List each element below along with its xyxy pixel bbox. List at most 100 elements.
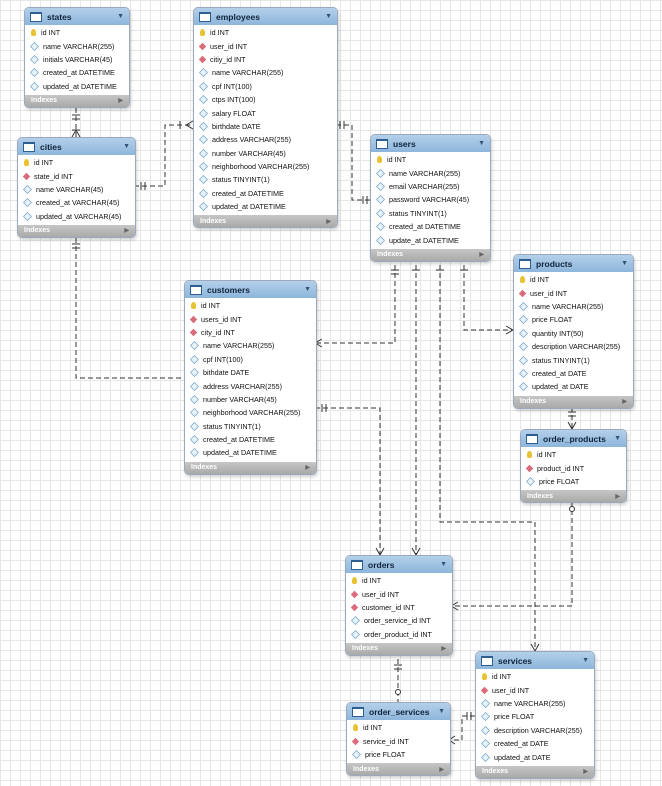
column-row[interactable]: updated_at DATE [476,750,594,763]
column-row[interactable]: id INT [514,273,633,286]
chevron-right-icon[interactable]: ▶ [479,252,484,259]
column-row[interactable]: email VARCHAR(255) [371,180,490,193]
column-row[interactable]: name VARCHAR(255) [371,166,490,179]
column-row[interactable]: created_at DATETIME [371,220,490,233]
column-row[interactable]: bithdate DATE [185,366,316,379]
table-header[interactable]: orders▼ [346,556,452,573]
column-row[interactable]: id INT [346,574,452,587]
chevron-down-icon[interactable]: ▼ [614,435,621,442]
column-row[interactable]: address VARCHAR(255) [194,133,337,146]
column-row[interactable]: state_id INT [18,169,135,182]
column-row[interactable]: id INT [371,153,490,166]
column-row[interactable]: id INT [194,26,337,39]
column-row[interactable]: user_id INT [514,286,633,299]
column-row[interactable]: salary FLOAT [194,106,337,119]
column-row[interactable]: neighborhood VARCHAR(255) [185,406,316,419]
table-header[interactable]: employees▼ [194,8,337,25]
column-row[interactable]: created_at DATETIME [194,187,337,200]
column-row[interactable]: address VARCHAR(255) [185,379,316,392]
column-row[interactable]: price FLOAT [514,313,633,326]
chevron-down-icon[interactable]: ▼ [440,561,447,568]
column-row[interactable]: product_id INT [521,461,626,474]
column-row[interactable]: description VARCHAR(255) [514,340,633,353]
table-header[interactable]: order_products▼ [521,430,626,447]
table-header[interactable]: customers▼ [185,281,316,298]
column-row[interactable]: number VARCHAR(45) [185,393,316,406]
column-row[interactable]: created_at DATETIME [185,433,316,446]
table-header[interactable]: states▼ [25,8,129,25]
column-row[interactable]: description VARCHAR(255) [476,724,594,737]
column-row[interactable]: created_at DATETIME [25,66,129,79]
indexes-footer[interactable]: Indexes▶ [194,215,337,228]
chevron-down-icon[interactable]: ▼ [304,286,311,293]
column-row[interactable]: id INT [476,670,594,683]
indexes-footer[interactable]: Indexes▶ [476,765,594,778]
column-row[interactable]: updated_at DATE [514,380,633,393]
column-row[interactable]: created_at DATE [514,367,633,380]
column-row[interactable]: users_id INT [185,312,316,325]
column-row[interactable]: updated_at DATETIME [194,200,337,213]
column-row[interactable]: id INT [18,156,135,169]
table-header[interactable]: users▼ [371,135,490,152]
column-row[interactable]: cpf INT(100) [185,353,316,366]
chevron-right-icon[interactable]: ▶ [622,399,627,406]
table-header[interactable]: products▼ [514,255,633,272]
chevron-right-icon[interactable]: ▶ [124,228,129,235]
column-row[interactable]: birthdate DATE [194,120,337,133]
column-row[interactable]: user_id INT [476,683,594,696]
column-row[interactable]: quantity INT(50) [514,327,633,340]
chevron-down-icon[interactable]: ▼ [621,260,628,267]
chevron-down-icon[interactable]: ▼ [325,13,332,20]
indexes-footer[interactable]: Indexes▶ [185,461,316,474]
column-row[interactable]: created_at DATE [476,737,594,750]
column-row[interactable]: password VARCHAR(45) [371,193,490,206]
column-row[interactable]: name VARCHAR(255) [194,66,337,79]
indexes-footer[interactable]: Indexes▶ [25,94,129,107]
column-row[interactable]: order_service_id INT [346,614,452,627]
column-row[interactable]: initials VARCHAR(45) [25,53,129,66]
chevron-down-icon[interactable]: ▼ [438,708,445,715]
column-row[interactable]: number VARCHAR(45) [194,147,337,160]
column-row[interactable]: name VARCHAR(255) [185,339,316,352]
chevron-right-icon[interactable]: ▶ [583,769,588,776]
column-row[interactable]: name VARCHAR(255) [25,39,129,52]
chevron-right-icon[interactable]: ▶ [326,218,331,225]
column-row[interactable]: updated_at DATETIME [25,80,129,93]
column-row[interactable]: status TINYINT(1) [185,420,316,433]
column-row[interactable]: citiy_id INT [194,53,337,66]
column-row[interactable]: user_id INT [346,587,452,600]
indexes-footer[interactable]: Indexes▶ [521,490,626,503]
chevron-right-icon[interactable]: ▶ [305,465,310,472]
column-row[interactable]: name VARCHAR(255) [476,697,594,710]
column-row[interactable]: price FLOAT [521,475,626,488]
column-row[interactable]: city_id INT [185,326,316,339]
column-row[interactable]: id INT [25,26,129,39]
table-header[interactable]: order_services▼ [347,703,450,720]
column-row[interactable]: neighborhood VARCHAR(255) [194,160,337,173]
column-row[interactable]: id INT [521,448,626,461]
indexes-footer[interactable]: Indexes▶ [371,248,490,261]
column-row[interactable]: status TINYINT(1) [514,353,633,366]
column-row[interactable]: update_at DATETIME [371,233,490,246]
table-header[interactable]: cities▼ [18,138,135,155]
column-row[interactable]: name VARCHAR(255) [514,300,633,313]
column-row[interactable]: price FLOAT [476,710,594,723]
indexes-footer[interactable]: Indexes▶ [18,224,135,237]
column-row[interactable]: status TINYINT(1) [371,207,490,220]
column-row[interactable]: updated_at VARCHAR(45) [18,210,135,223]
indexes-footer[interactable]: Indexes▶ [347,763,450,776]
column-row[interactable]: ctps INT(100) [194,93,337,106]
column-row[interactable]: price FLOAT [347,748,450,761]
column-row[interactable]: service_id INT [347,734,450,747]
chevron-down-icon[interactable]: ▼ [478,140,485,147]
column-row[interactable]: created_at VARCHAR(45) [18,196,135,209]
